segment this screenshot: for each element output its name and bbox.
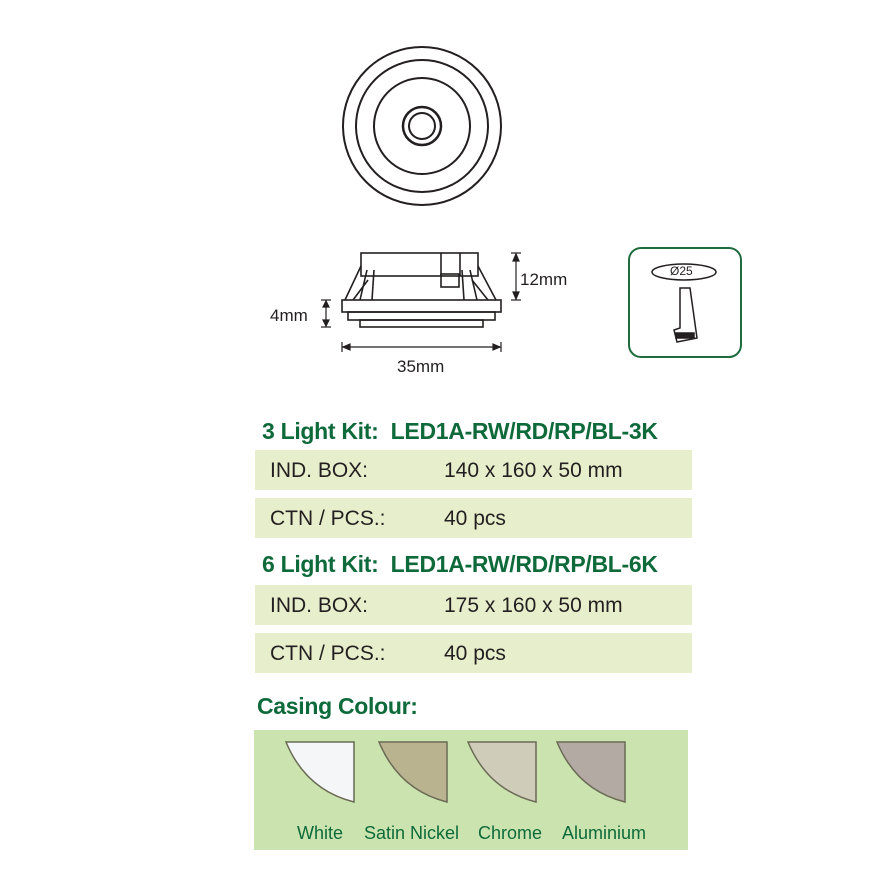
side-view-drawing [341,252,502,328]
spec-value: 40 pcs [444,642,506,665]
kit-title-3k: 3 Light Kit: LED1A-RW/RD/RP/BL-3K [262,418,658,444]
swatch-chrome [466,741,537,803]
swatch-satin-nickel [377,741,448,803]
spec-value: 175 x 160 x 50 mm [444,594,623,617]
spec-label: CTN / PCS.: [270,642,386,665]
cutout-diameter-label: Ø25 [670,264,693,278]
spec-value: 140 x 160 x 50 mm [444,459,623,482]
width-dimension-label: 35mm [397,357,445,376]
spec-label: CTN / PCS.: [270,507,386,530]
spec-value: 40 pcs [444,507,506,530]
casing-colour-title: Casing Colour: [257,693,418,719]
top-view-drawing [342,46,502,206]
swatch-label: Chrome [478,823,543,843]
height-dimension-label: 12mm [520,270,568,289]
spec-label: IND. BOX: [270,594,369,617]
kit-title-6k: 6 Light Kit: LED1A-RW/RD/RP/BL-6K [262,551,658,577]
technical-drawing [321,46,742,358]
spec-row: IND. BOX: 175 x 160 x 50 mm [255,585,692,625]
spec-label: IND. BOX: [270,459,369,482]
swatch-label: Satin Nickel [364,823,460,843]
dimension-lines [321,252,521,352]
cutout-diagram [651,263,717,343]
spec-row: CTN / PCS.: 40 pcs [255,633,692,673]
spec-row: IND. BOX: 140 x 160 x 50 mm [255,450,692,490]
swatch-label: White [297,823,344,843]
swatch-white [284,741,355,803]
swatch-aluminium [555,741,626,803]
casing-colour-panel: White Satin Nickel Chrome Aluminium [254,730,688,850]
spec-row: CTN / PCS.: 40 pcs [255,498,692,538]
flange-dimension-label: 4mm [270,306,308,325]
swatch-label: Aluminium [562,823,647,843]
